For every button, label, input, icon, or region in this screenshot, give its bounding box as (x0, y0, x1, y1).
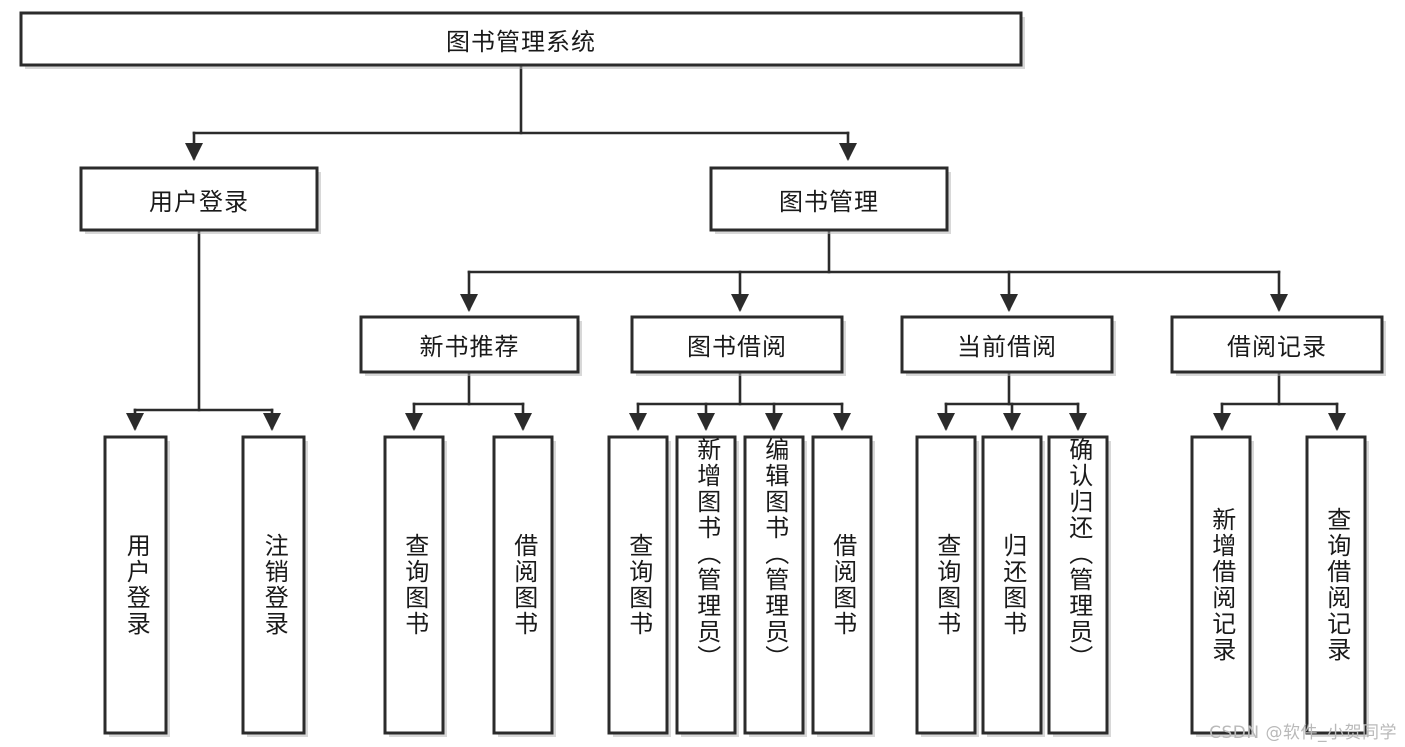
node-leaf-logout[interactable] (241, 435, 308, 737)
node-leaf-query-book-2[interactable] (607, 435, 671, 737)
node-leaf-return-book[interactable] (981, 435, 1045, 737)
edge-group-bookmanage-to-level2 (459, 230, 1289, 313)
node-leaf-borrow-book-1[interactable] (492, 435, 556, 737)
node-current-borrow[interactable] (900, 315, 1116, 376)
node-book-borrow[interactable] (630, 315, 846, 376)
node-root[interactable] (19, 11, 1025, 69)
node-leaf-borrow-book-2[interactable] (811, 435, 875, 737)
node-leaf-edit-book[interactable] (743, 435, 807, 737)
node-leaf-query-book-1[interactable] (383, 435, 447, 737)
node-leaf-query-book-3[interactable] (915, 435, 979, 737)
node-leaf-query-record[interactable] (1305, 435, 1369, 737)
node-new-book-rec[interactable] (359, 315, 582, 376)
node-leaf-add-record[interactable] (1190, 435, 1254, 737)
edge-group-currentborrow-to-leaves (936, 372, 1088, 432)
edge-group-bookborrow-to-leaves (628, 372, 852, 432)
node-leaf-confirm-return[interactable] (1047, 435, 1111, 737)
node-book-manage[interactable] (709, 166, 951, 234)
csdn-watermark: CSDN @软件_小贺同学 (1209, 723, 1397, 743)
edge-group-userlogin-to-leaves (125, 230, 282, 432)
node-borrow-record[interactable] (1170, 315, 1386, 376)
node-leaf-add-book[interactable] (675, 435, 739, 737)
edge-group-newbookrec-to-leaves (404, 372, 533, 432)
node-user-login[interactable] (79, 166, 321, 234)
node-leaf-user-login[interactable] (103, 435, 170, 737)
edge-group-root-to-level1 (184, 65, 858, 162)
edge-group-borrowrecord-to-leaves (1212, 372, 1347, 432)
